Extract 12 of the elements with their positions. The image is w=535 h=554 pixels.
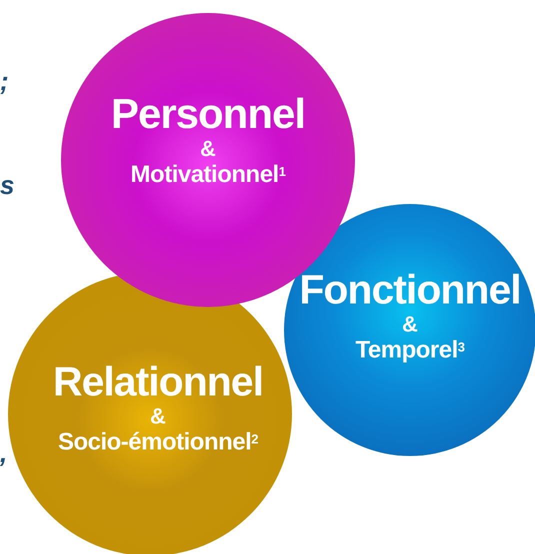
circle-subtitle: Motivationnel$^{1}$: [130, 161, 286, 189]
ampersand-text: &: [150, 404, 166, 429]
circle-subtitle: Temporel$^{3}$: [356, 336, 464, 364]
circle-title: Fonctionnel: [299, 268, 521, 313]
text-fragment: ;: [0, 68, 9, 94]
ampersand-text: &: [200, 137, 216, 162]
circle-subtitle: Socio-émotionnel$^{2}$: [58, 428, 258, 456]
ampersand-text: &: [402, 312, 418, 337]
text-fragment: ,: [0, 440, 8, 466]
circle-title: Personnel: [110, 91, 306, 138]
text-fragment: s: [0, 172, 14, 198]
circle-title: Relationnel: [53, 360, 263, 405]
